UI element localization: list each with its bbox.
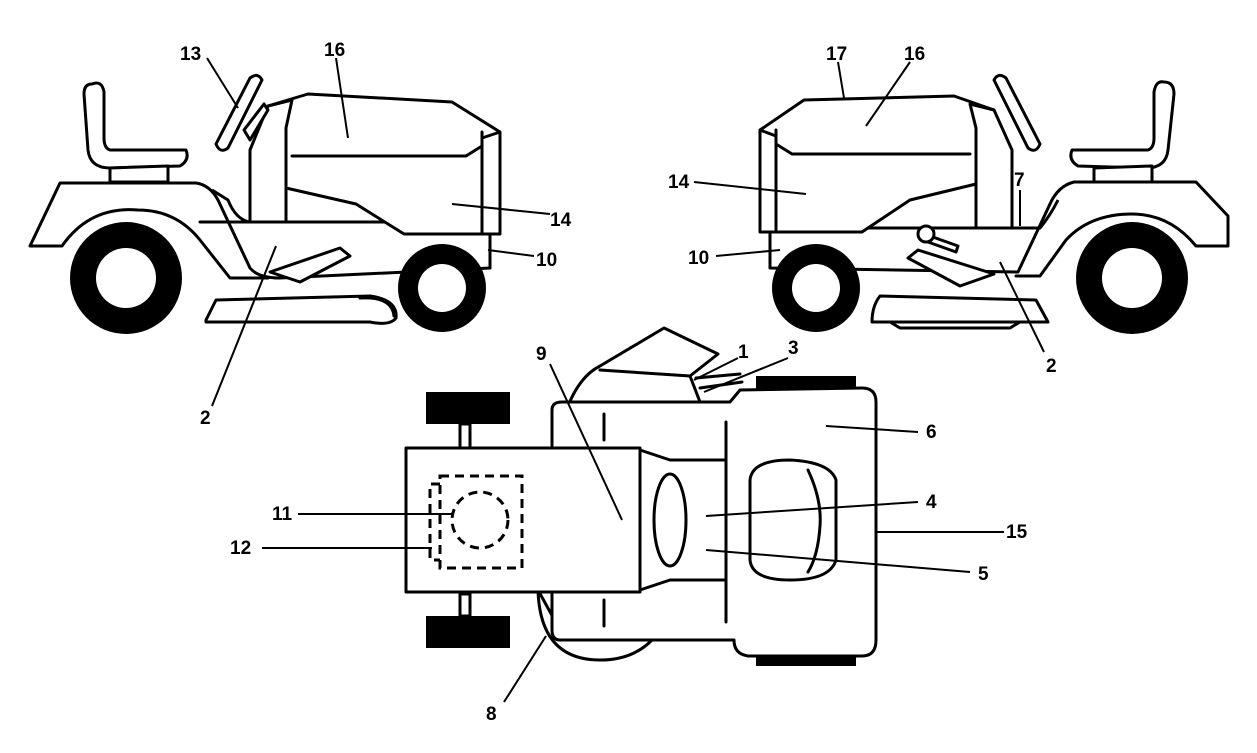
callout-11: 11 <box>272 504 293 525</box>
callout-10-left: 10 <box>536 250 557 271</box>
throttle-knob-right <box>916 224 936 244</box>
seat-right <box>1069 80 1176 170</box>
top-callout-leaders <box>262 357 1004 703</box>
front-hub-left <box>418 264 466 312</box>
seat-left <box>82 81 189 170</box>
callout-labels: 13 16 14 10 2 17 16 14 7 10 2 9 1 3 6 4 … <box>180 40 1057 725</box>
fender-arch-right <box>1014 212 1230 278</box>
deck-chute-left <box>358 296 396 318</box>
left-callout-leaders <box>206 57 551 407</box>
tractor-right-side-view <box>758 73 1230 334</box>
callout-12: 12 <box>230 538 251 559</box>
lift-lever-left <box>268 246 352 284</box>
callout-5: 5 <box>978 564 989 585</box>
callout-4: 4 <box>926 492 937 513</box>
callout-16-right: 16 <box>904 44 925 65</box>
callout-16-left: 16 <box>324 40 345 61</box>
steering-wheel-right <box>992 73 1042 152</box>
mower-deck-left <box>204 294 398 325</box>
callout-14-left: 14 <box>550 210 572 231</box>
tractor-top-view <box>404 326 878 666</box>
hood-top <box>748 458 838 582</box>
callout-3: 3 <box>788 338 799 359</box>
callout-15: 15 <box>1006 522 1028 543</box>
rear-hub-right <box>1102 248 1162 308</box>
rear-tire-bottom <box>426 616 510 648</box>
rear-tire-top <box>426 392 510 424</box>
seat-post-left <box>108 164 170 184</box>
deck-skirt-right <box>888 320 1022 330</box>
callout-13: 13 <box>180 44 201 65</box>
callout-9: 9 <box>536 344 547 365</box>
steering-wheel-left <box>214 73 264 152</box>
discharge-chute <box>558 326 720 408</box>
rear-hub-left <box>96 248 156 308</box>
hood-left <box>266 92 502 236</box>
rear-fender-right <box>768 180 1230 274</box>
dash-panel-right <box>968 102 1014 230</box>
front-hub-right <box>792 264 840 312</box>
hood-right <box>758 94 996 234</box>
lift-lever-right <box>906 248 996 288</box>
callout-14-right: 14 <box>668 172 690 193</box>
fuel-cap <box>450 490 510 550</box>
steering-column-left <box>242 102 270 142</box>
callout-10-right: 10 <box>688 248 709 269</box>
right-callout-leaders <box>693 61 1045 353</box>
dash-panel-left <box>248 98 294 224</box>
tractor-left-side-view <box>28 73 502 334</box>
callout-6: 6 <box>926 422 937 443</box>
mower-deck-right <box>870 294 1050 324</box>
seat-post-right <box>1092 164 1154 184</box>
battery-box <box>438 474 524 570</box>
callout-8: 8 <box>486 704 497 725</box>
callout-2-left: 2 <box>200 408 211 429</box>
callout-7: 7 <box>1014 170 1025 191</box>
callout-17: 17 <box>826 44 847 65</box>
steering-wheel-top <box>652 472 688 568</box>
callout-1: 1 <box>738 342 749 363</box>
fender-arch-left <box>28 208 270 280</box>
callout-2-right: 2 <box>1046 356 1057 377</box>
